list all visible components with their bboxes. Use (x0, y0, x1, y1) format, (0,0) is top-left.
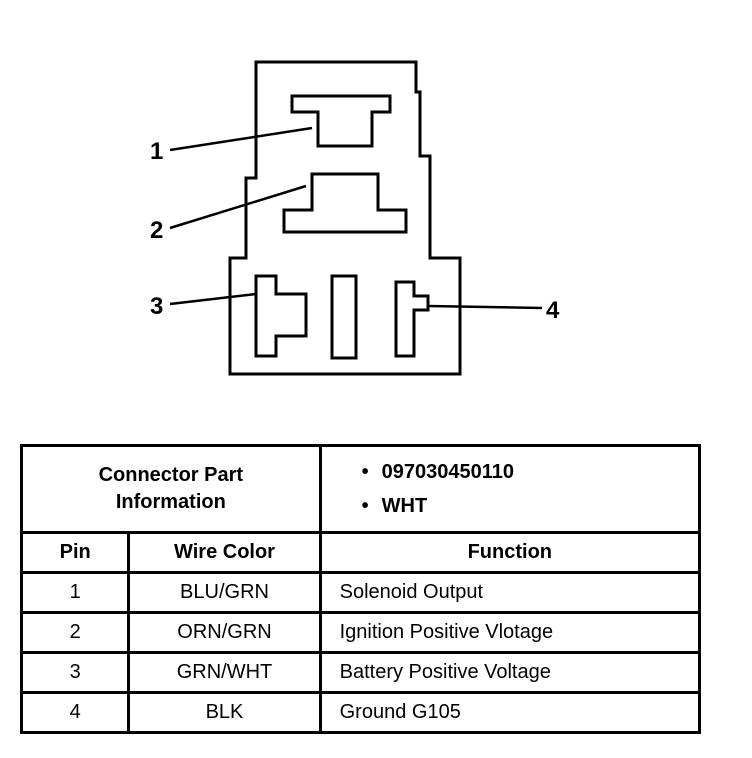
connector-part-label-line2: Information (115, 491, 226, 513)
callout-2: 2 (150, 217, 163, 244)
wire-color-cell: BLU/GRN (127, 571, 322, 614)
leader-line-2 (169, 184, 307, 230)
callout-3: 3 (150, 293, 163, 320)
part-number: 097030450110 (381, 461, 514, 483)
pin-cell: 1 (19, 571, 131, 614)
function-cell: Ground G105 (318, 691, 702, 734)
pin-3-cavity (254, 274, 308, 358)
pin-2-cavity (282, 172, 408, 234)
connector-part-values: •097030450110 •WHT (318, 444, 702, 534)
connector-color: WHT (381, 495, 428, 517)
wire-color-cell: BLK (127, 691, 322, 734)
connector-part-label-line1: Connector Part (98, 464, 244, 486)
table-row: 4 BLK Ground G105 (19, 691, 702, 734)
function-cell: Ignition Positive Vlotage (318, 611, 702, 654)
table-row: 1 BLU/GRN Solenoid Output (19, 571, 702, 614)
part-number-bullet: •097030450110 (361, 461, 514, 483)
table-row: 2 ORN/GRN Ignition Positive Vlotage (19, 611, 702, 654)
connector-info-table: Connector Part Information •097030450110… (19, 444, 702, 734)
wire-color-cell: GRN/WHT (127, 651, 322, 694)
color-bullet: •WHT (361, 495, 428, 517)
table-row: 3 GRN/WHT Battery Positive Voltage (19, 651, 702, 694)
table-header-row: Pin Wire Color Function (19, 531, 702, 574)
header-wire-color: Wire Color (127, 531, 322, 574)
wire-color-cell: ORN/GRN (127, 611, 322, 654)
connector-part-row: Connector Part Information •097030450110… (20, 444, 702, 534)
leader-line-3 (169, 292, 257, 306)
function-cell: Battery Positive Voltage (318, 651, 702, 694)
function-cell: Solenoid Output (318, 571, 702, 614)
leader-line-4 (427, 304, 543, 310)
callout-4: 4 (546, 297, 560, 324)
connector-housing (228, 60, 462, 376)
leader-line-1 (169, 126, 313, 152)
pin-cell: 3 (19, 651, 131, 694)
pin-1-cavity (290, 94, 392, 148)
header-pin: Pin (19, 531, 131, 574)
pin-cell: 4 (19, 691, 131, 734)
pin-4-cavity (394, 280, 430, 358)
header-function: Function (318, 531, 702, 574)
connector-face-diagram: 1 2 3 4 (150, 60, 560, 376)
center-slot (330, 274, 358, 360)
callout-1: 1 (150, 138, 163, 165)
connector-part-label: Connector Part Information (20, 444, 322, 534)
pin-cell: 2 (19, 611, 131, 654)
